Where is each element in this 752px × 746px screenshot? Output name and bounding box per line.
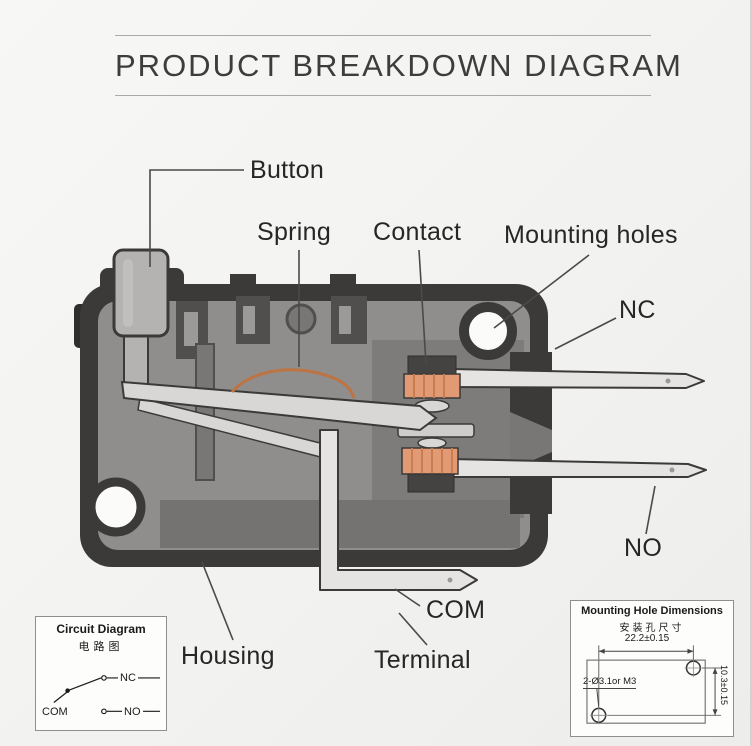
dimension-vertical: 10.3±0.15 xyxy=(719,665,729,705)
page-title: PRODUCT BREAKDOWN DIAGRAM xyxy=(115,48,683,83)
switch-button xyxy=(112,248,170,338)
leader-line-nc xyxy=(554,317,617,350)
dimension-hole-spec: 2-Ø3.1or M3 xyxy=(583,676,637,689)
spring-wire xyxy=(230,368,356,399)
leader-line-terminal xyxy=(398,612,428,646)
label-nc: NC xyxy=(619,296,656,324)
leader-line-mounting-holes xyxy=(493,254,590,329)
mounting-hole-bottom xyxy=(86,477,146,537)
mounting-dimensions-box: Mounting Hole Dimensions 安装孔尺寸 xyxy=(570,600,734,737)
circuit-box-title: Circuit Diagram xyxy=(56,622,146,636)
com-terminal xyxy=(319,429,478,591)
label-com: COM xyxy=(426,596,486,624)
label-no: NO xyxy=(624,534,663,562)
label-contact: Contact xyxy=(373,218,462,246)
mounting-drawing xyxy=(586,645,721,725)
title-block: PRODUCT BREAKDOWN DIAGRAM xyxy=(115,35,683,96)
leader-line-com xyxy=(394,588,421,607)
mounting-hole-top xyxy=(459,302,517,360)
nc-terminal xyxy=(451,368,705,389)
leader-line-no xyxy=(645,485,656,535)
label-mounting-holes: Mounting holes xyxy=(504,221,678,249)
label-terminal: Terminal xyxy=(374,646,471,674)
leader-line-button xyxy=(149,169,244,267)
leader-lines xyxy=(149,169,656,646)
circuit-com-label: COM xyxy=(40,706,70,718)
mounting-box-subtitle: 安装孔尺寸 xyxy=(619,623,685,634)
circuit-diagram-box: Circuit Diagram 电路图 NC NO COM xyxy=(35,616,167,731)
lower-contact xyxy=(401,447,459,493)
label-spring: Spring xyxy=(257,218,332,246)
dimension-horizontal: 22.2±0.15 xyxy=(624,633,670,644)
circuit-box-subtitle: 电路图 xyxy=(78,641,124,653)
leader-line-housing xyxy=(201,561,234,641)
leader-line-contact xyxy=(418,249,427,365)
title-rule-top xyxy=(115,35,651,36)
circuit-nc-label: NC xyxy=(118,672,138,684)
no-terminal xyxy=(449,458,707,478)
upper-contact xyxy=(403,355,461,413)
label-housing: Housing xyxy=(181,642,275,670)
label-button: Button xyxy=(250,156,325,184)
title-rule-bottom xyxy=(115,95,651,96)
mounting-box-title: Mounting Hole Dimensions xyxy=(581,605,723,617)
circuit-no-label: NO xyxy=(122,706,143,718)
